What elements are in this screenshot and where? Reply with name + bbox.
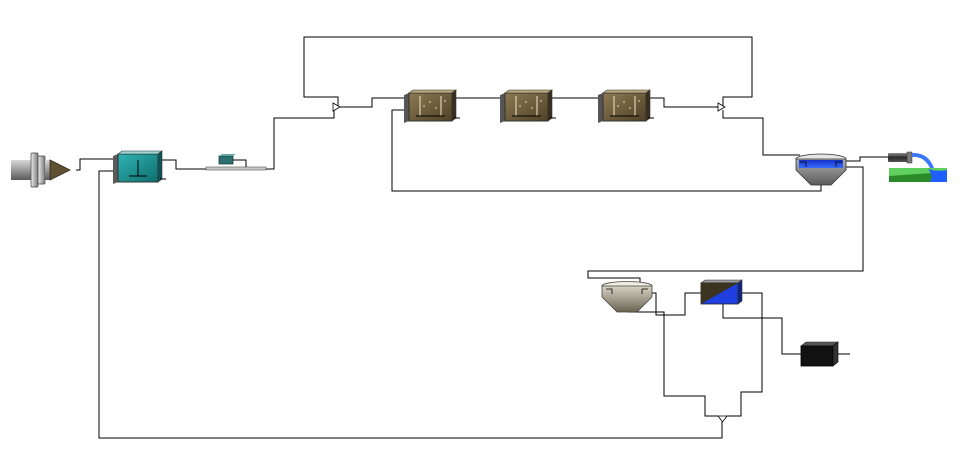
- mixer-triangle-icon[interactable]: [717, 415, 728, 423]
- pipe-mixer-to-bioreactor1: [340, 97, 408, 108]
- pipe-bioreactor3-to-splitter: [650, 97, 718, 108]
- pipe-return-sludge: [391, 109, 822, 192]
- pipe-influent-to-primary: [76, 158, 116, 171]
- splitter-triangle-icon[interactable]: [717, 102, 726, 112]
- digester-icon[interactable]: [700, 279, 743, 305]
- pipe-splitter-to-clarifier: [722, 110, 800, 156]
- secondary-clarifier-icon[interactable]: [795, 153, 847, 186]
- mixer-triangle-icon[interactable]: [332, 102, 341, 112]
- sludge-bin-icon[interactable]: [800, 341, 839, 367]
- pipe-primary-to-dosing: [160, 159, 208, 170]
- bioreactor-icon[interactable]: [598, 89, 654, 123]
- pipe-thickener-to-digester: [650, 292, 703, 316]
- pipe-waste-sludge: [587, 166, 864, 282]
- pipe-thickener-to-mixer2: [627, 311, 718, 417]
- bioreactor-icon[interactable]: [500, 89, 556, 123]
- connection-lines: [76, 36, 888, 439]
- influent-pipe-icon[interactable]: [11, 152, 71, 188]
- pipe-digester-to-mixer2: [727, 292, 763, 417]
- pipe-dosing-to-mixer: [266, 107, 335, 170]
- pipe-digester-to-disposal: [722, 304, 802, 355]
- pipe-clarifier-to-effluent: [846, 156, 888, 162]
- thickener-icon[interactable]: [601, 281, 653, 313]
- primary-tank-icon[interactable]: [113, 150, 166, 184]
- bioreactor-icon[interactable]: [404, 89, 460, 123]
- pipe-internal-recycle: [303, 36, 753, 107]
- effluent-river-icon[interactable]: [888, 151, 947, 182]
- pipe-mixer2-to-primary: [98, 170, 723, 439]
- dosing-pump-icon[interactable]: [205, 154, 267, 171]
